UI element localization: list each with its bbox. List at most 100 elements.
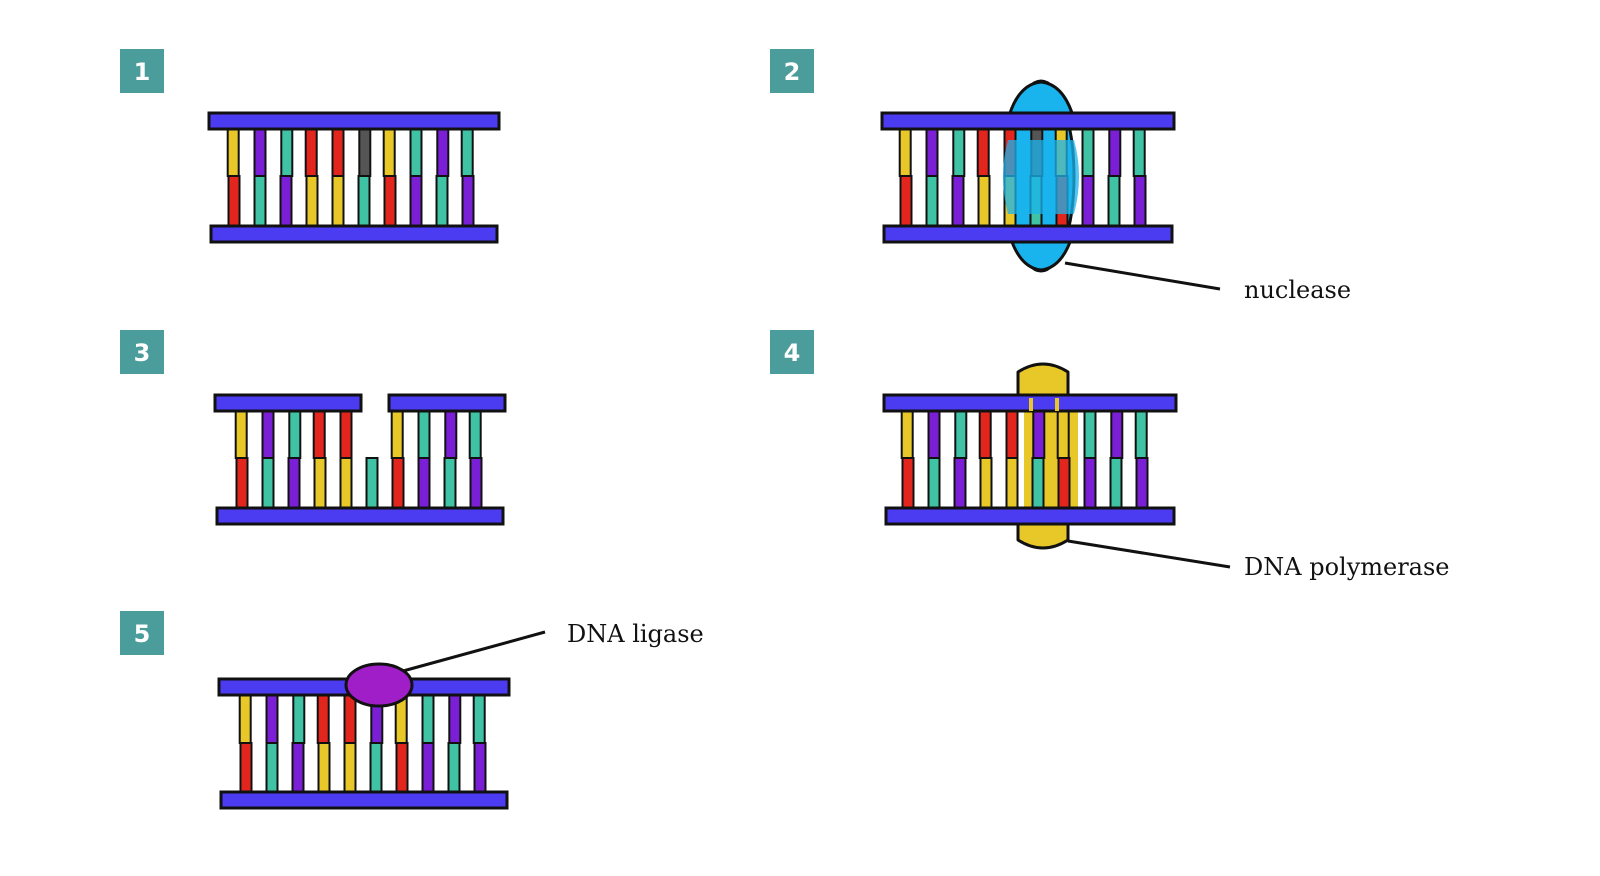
step-5-base-pairs-base-6-bottom — [369, 742, 383, 794]
step-5-base-pairs-base-8-top — [421, 694, 435, 744]
ligase-callout-line — [402, 630, 546, 673]
step-3: 3 — [120, 330, 507, 526]
step-2-base-pairs-base-8-top — [1081, 127, 1095, 177]
step-3-badge: 3 — [120, 330, 164, 374]
step-2-base-pairs-base-8-bottom — [1081, 175, 1095, 227]
step-4-number: 4 — [784, 339, 801, 367]
ligase-label: DNA ligase — [567, 620, 704, 648]
step-4-base-pairs-base-3-top — [954, 409, 968, 459]
step-2-base-pairs-base-4-top — [976, 127, 990, 177]
step-5: 5 DNA ligase — [120, 611, 704, 810]
step-4-base-pairs — [900, 409, 1149, 509]
step-3-base-pairs-base-9-top — [444, 409, 458, 459]
nuclease-enzyme-bottom — [1010, 240, 1072, 272]
step-1-base-pairs-base-2-bottom — [253, 175, 267, 227]
step-2-base-pairs-base-4-bottom — [977, 175, 991, 227]
step-1-base-pairs-base-5-top — [331, 127, 345, 177]
step-2: 2 nuclease — [770, 49, 1351, 304]
step-3-number: 3 — [134, 339, 151, 367]
step-2-top-strand-backbone — [880, 111, 1176, 131]
step-5-badge: 5 — [120, 611, 164, 655]
step-3-base-pairs-base-1-bottom — [235, 457, 249, 509]
step-4-base-pairs-base-7-bottom — [1057, 457, 1071, 509]
step-5-base-pairs-base-5-top — [343, 694, 357, 744]
step-3-dna — [213, 393, 507, 526]
step-3-base-pairs-base-3-top — [288, 409, 302, 459]
step-5-base-pairs-base-3-bottom — [291, 742, 305, 794]
step-3-base-pairs-base-7-top — [390, 409, 404, 459]
step-3-base-pairs-base-8-bottom — [417, 457, 431, 509]
step-4-base-pairs-base-6-bottom — [1031, 457, 1045, 509]
step-1-base-pairs-base-1-bottom — [227, 175, 241, 227]
step-3-base-pairs-base-3-bottom — [287, 457, 301, 509]
step-1-base-pairs-base-6-bottom — [357, 175, 371, 227]
step-2-base-pairs-base-3-bottom — [951, 175, 965, 227]
step-5-base-pairs-base-10-bottom — [473, 742, 487, 794]
step-5-base-pairs-base-9-bottom — [447, 742, 461, 794]
step-1-base-pairs-base-7-bottom — [383, 175, 397, 227]
step-2-base-pairs-base-9-top — [1108, 127, 1122, 177]
step-2-bottom-strand-backbone — [882, 224, 1174, 244]
step-1-base-pairs-base-10-bottom — [461, 175, 475, 227]
step-1-base-pairs-base-4-bottom — [305, 175, 319, 227]
step-5-bottom-strand-backbone — [219, 790, 509, 810]
step-2-base-pairs-base-9-bottom — [1107, 175, 1121, 227]
step-1-base-pairs-base-5-bottom — [331, 175, 345, 227]
step-2-base-pairs-base-10-top — [1132, 127, 1146, 177]
step-3-base-pairs-base-10-bottom — [469, 457, 483, 509]
step-4-base-pairs-base-1-top — [900, 409, 914, 459]
step-2-base-pairs-base-1-bottom — [899, 175, 913, 227]
step-3-base-pairs-base-7-bottom — [391, 457, 405, 509]
step-1-number: 1 — [134, 58, 151, 86]
step-4-bottom-strand-backbone — [884, 506, 1176, 526]
step-2-base-pairs-base-2-bottom — [925, 175, 939, 227]
step-4-base-pairs-base-4-bottom — [979, 457, 993, 509]
step-1-base-pairs-base-4-top — [304, 127, 318, 177]
step-2-base-pairs-base-1-top — [898, 127, 912, 177]
nuclease-label: nuclease — [1244, 276, 1351, 304]
step-3-base-pairs-base-6-bottom — [365, 457, 379, 509]
step-4-base-pairs-base-3-bottom — [953, 457, 967, 509]
step-4-base-pairs-base-10-top — [1134, 409, 1148, 459]
step-3-base-pairs — [234, 409, 483, 509]
step-3-base-pairs-base-4-bottom — [313, 457, 327, 509]
step-5-base-pairs-base-4-bottom — [317, 742, 331, 794]
step-3-base-pairs-base-8-top — [417, 409, 431, 459]
polymerase-label: DNA polymerase — [1244, 553, 1450, 581]
step-5-base-pairs-base-1-bottom — [239, 742, 253, 794]
step-2-number: 2 — [784, 58, 801, 86]
step-1-dna — [207, 111, 501, 244]
step-3-top-strand-left — [213, 393, 363, 413]
step-3-base-pairs-base-9-bottom — [443, 457, 457, 509]
step-1-badge: 1 — [120, 49, 164, 93]
step-1-base-pairs-base-9-bottom — [435, 175, 449, 227]
step-2-badge-box — [770, 49, 814, 93]
step-1-base-pairs-base-3-top — [280, 127, 294, 177]
step-3-badge-box — [120, 330, 164, 374]
step-4-base-pairs-base-9-top — [1110, 409, 1124, 459]
polymerase-enzyme-bottom — [1016, 522, 1070, 550]
step-5-base-pairs-base-8-bottom — [421, 742, 435, 794]
step-2-badge: 2 — [770, 49, 814, 93]
step-3-base-pairs-base-5-top — [339, 409, 353, 459]
step-4-badge: 4 — [770, 330, 814, 374]
step-5-base-pairs-base-2-top — [265, 694, 279, 744]
step-3-base-pairs-base-1-top — [234, 409, 248, 459]
step-1-base-pairs-base-10-top — [460, 127, 474, 177]
step-5-base-pairs-base-2-bottom — [265, 742, 279, 794]
step-5-base-pairs-base-10-top — [472, 694, 486, 744]
step-1-badge-box — [120, 49, 164, 93]
step-1-base-pairs-base-3-bottom — [279, 175, 293, 227]
step-5-base-pairs — [238, 694, 487, 794]
polymerase-callout-line — [1067, 539, 1231, 569]
step-1-base-pairs — [226, 127, 475, 227]
step-3-base-pairs-base-10-top — [468, 409, 482, 459]
step-5-number: 5 — [134, 620, 151, 648]
step-4-base-pairs-base-9-bottom — [1109, 457, 1123, 509]
step-1-base-pairs-base-9-top — [436, 127, 450, 177]
step-1-base-pairs-base-8-bottom — [409, 175, 423, 227]
step-5-base-pairs-base-3-top — [292, 694, 306, 744]
nuclease-enzyme-top — [1008, 80, 1074, 115]
step-4-base-pairs-base-10-bottom — [1135, 457, 1149, 509]
